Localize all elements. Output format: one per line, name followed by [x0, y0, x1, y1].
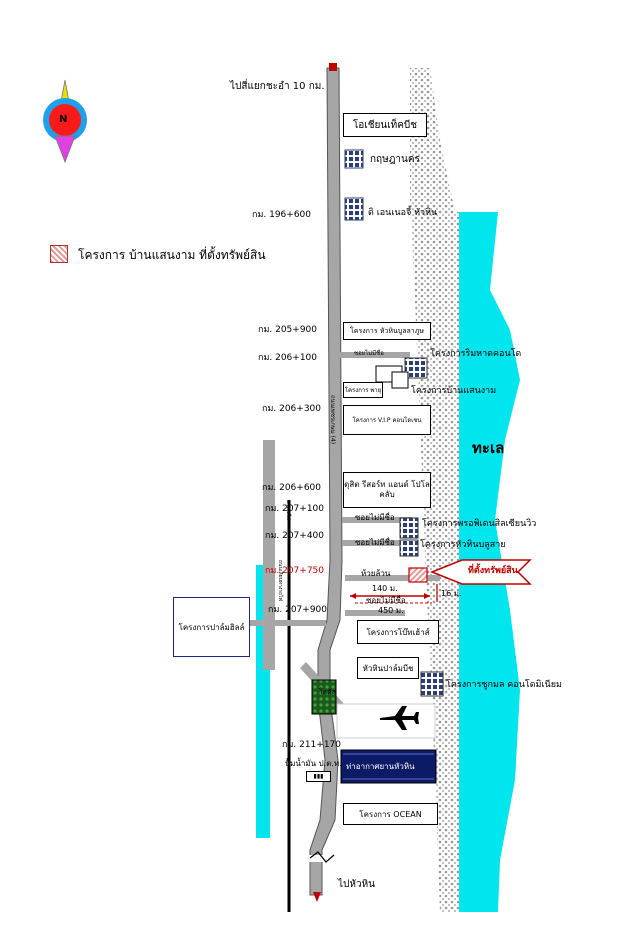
km-marker: กม. 207+100	[265, 504, 325, 514]
place-boathouse: โครงการโบ๊ทเฮ้าส์	[357, 620, 439, 644]
place-hh-palm-beach: หัวหินปาล์มบีช	[357, 657, 419, 679]
place-ptt: ปั๊มน้ำมัน ป.ต.ท.	[285, 759, 342, 768]
lotus-block	[311, 679, 337, 715]
place-ocean-project: โครงการ OCEAN	[343, 803, 438, 825]
compass: N	[40, 78, 90, 164]
place-hh-bulab: โครงการ หัวหินบูลลาภูษ	[343, 322, 431, 340]
hh-kaw-buildings	[399, 539, 419, 557]
km-marker: กม. 196+600	[252, 210, 312, 220]
place-lotus: โลตัส	[319, 688, 336, 696]
place-ocean-beach: โอเชียนเท็คบีช	[343, 113, 427, 137]
rail-road-label: ถนนเลียบทางรถไฟ	[277, 560, 283, 602]
place-rimhat: โครงการริมหาดคอนโด	[430, 349, 522, 359]
rail-side-road	[263, 440, 275, 670]
sea-label: ทะเล	[472, 439, 505, 457]
road-bottom-label: ไปหัวหิน	[338, 879, 376, 890]
airplane-icon	[380, 706, 419, 730]
place-palm-hill: โครงการปาล์มฮิลล์	[173, 597, 250, 657]
place-huai-ku: ห้วยล้วน	[361, 569, 391, 578]
km-marker: กม. 206+300	[262, 404, 322, 414]
km-marker: กม. 206+600	[262, 483, 322, 493]
side-road-206100	[340, 352, 410, 358]
place-soi-4: ซอยไม่มีชื่อ	[366, 596, 406, 605]
place-soi-1: ซอยไม่มีชื่อ	[354, 350, 384, 357]
target-site	[408, 567, 428, 583]
place-airport: ท่าอากาศยานหัวหิน	[346, 762, 415, 771]
chukmon-buildings	[420, 671, 444, 697]
km-marker: กม. 206+100	[258, 353, 318, 363]
side-road-207100	[342, 517, 412, 523]
airport-band	[340, 749, 437, 784]
place-rich-resort: ดุสิต รีสอร์ท แอนด์ โปโลคลับ	[343, 472, 431, 508]
km-marker-target: กม. 207+750	[265, 566, 325, 576]
railway-label: ทางรถไฟ	[285, 500, 291, 521]
side-road-east	[345, 610, 405, 616]
place-phayu: โครงการ พายุ	[343, 382, 383, 398]
place-soi-2: ซอยไม่มีชื่อ	[355, 513, 395, 522]
place-soi-3: ซอยไม่มีชื่อ	[355, 538, 395, 547]
d-energy-buildings	[344, 197, 364, 221]
place-hh-kaw: โครงการหัวหินบลูสาย	[420, 540, 506, 550]
legend-swatch	[50, 245, 68, 263]
km-marker: กม. 211+170	[282, 740, 342, 750]
place-chukmon: โครงการชูกมล คอนโดมิเนียม	[446, 680, 562, 690]
legend-label: โครงการ บ้านแสนงาม ที่ตั้งทรัพย์สิน	[78, 248, 266, 262]
km-marker: กม. 207+400	[265, 531, 325, 541]
ptt-station-box: ▮▮▮	[306, 771, 331, 782]
side-road-207400	[342, 540, 412, 546]
pasaya-buildings	[399, 517, 419, 539]
km-marker: กม. 205+900	[258, 325, 318, 335]
road-top-label: ไปสี่แยกชะอำ 10 กม.	[230, 81, 325, 92]
place-kritsada: กฤษฎานคร	[370, 154, 420, 165]
compass-icon	[43, 79, 87, 164]
kritsada-buildings	[344, 149, 364, 169]
km-marker: กม. 207+900	[268, 605, 328, 615]
side-road-207900	[248, 620, 326, 626]
highway-label: ถนนเพชรเกษม (4)	[329, 395, 336, 445]
side-road-soi	[345, 575, 440, 581]
target-arrow	[429, 559, 532, 585]
place-vip-condo: โครงการ V.I.P คอนโดเชน	[343, 405, 431, 435]
beach-area	[410, 68, 459, 912]
place-target: ที่ตั้งทรัพย์สิน	[468, 566, 518, 576]
place-rich-resort-label: ดุสิต รีสอร์ท แอนด์ โปโลคลับ	[344, 480, 430, 499]
place-baan-saengam: โครงการบ้านแสนงาม	[411, 386, 497, 396]
rimhat-buildings	[404, 357, 428, 379]
place-d-energy: ดิ เอนเนอจี้ หัวหิน	[368, 208, 438, 218]
airport-panel	[336, 703, 436, 739]
distance-16: 16 ม.	[441, 589, 462, 598]
distance-140: 140 ม.	[372, 584, 398, 593]
place-pasaya: โครงการพรอพิเดนสิลเซียนวิว	[422, 519, 537, 529]
compass-letter: N	[59, 114, 68, 125]
distance-450: 450 ม.	[378, 606, 404, 615]
